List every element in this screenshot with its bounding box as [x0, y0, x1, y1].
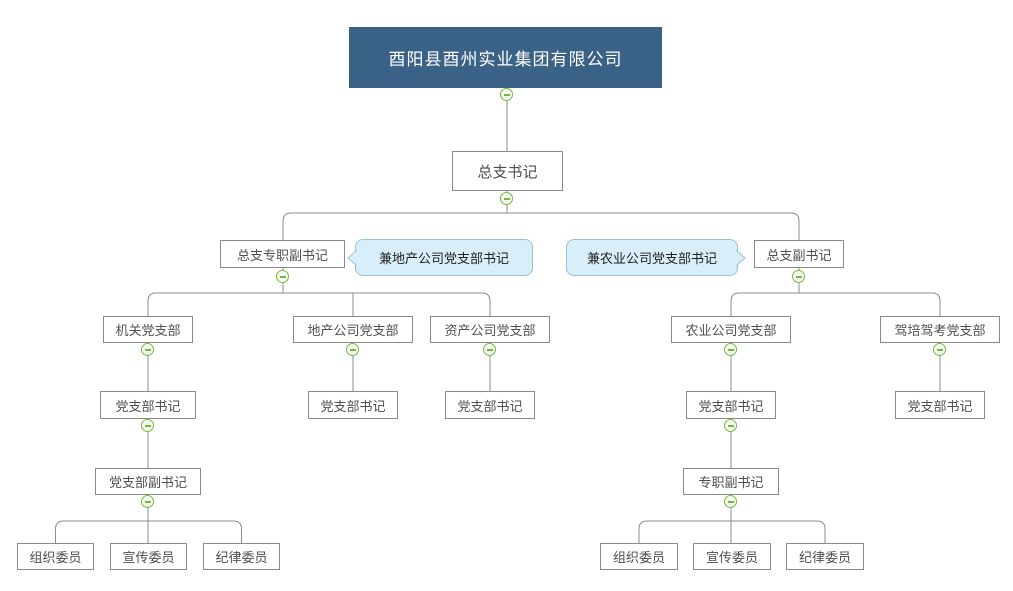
node-publicity-member-right[interactable]: 宣传委员 — [693, 543, 771, 570]
collapse-toggle-icon[interactable] — [792, 270, 805, 283]
node-discipline-member-left[interactable]: 纪律委员 — [203, 543, 280, 570]
node-organization-member-right[interactable]: 组织委员 — [600, 543, 678, 570]
node-asset-party-branch[interactable]: 资产公司党支部 — [430, 316, 550, 343]
node-realestate-party-branch[interactable]: 地产公司党支部 — [293, 316, 413, 343]
callout-realestate-branch-secretary[interactable]: 兼地产公司党支部书记 — [347, 239, 533, 276]
collapse-toggle-icon[interactable] — [933, 343, 946, 356]
node-full-time-deputy-branch-secretary[interactable]: 总支专职副书记 — [220, 240, 345, 268]
node-branch-secretary-realestate[interactable]: 党支部书记 — [308, 391, 398, 419]
collapse-toggle-icon[interactable] — [724, 495, 737, 508]
node-branch-secretary-jiguan[interactable]: 党支部书记 — [100, 391, 196, 419]
node-discipline-member-right[interactable]: 纪律委员 — [786, 543, 864, 570]
collapse-toggle-icon[interactable] — [500, 192, 513, 205]
node-branch-secretary-asset[interactable]: 党支部书记 — [445, 391, 535, 419]
node-general-branch-secretary[interactable]: 总支书记 — [452, 151, 563, 191]
node-branch-deputy-secretary[interactable]: 党支部副书记 — [95, 468, 201, 495]
collapse-toggle-icon[interactable] — [483, 343, 496, 356]
node-jiguan-party-branch[interactable]: 机关党支部 — [103, 316, 193, 343]
collapse-toggle-icon[interactable] — [724, 343, 737, 356]
collapse-toggle-icon[interactable] — [141, 419, 154, 432]
callout-tail-icon — [347, 249, 357, 266]
node-company-root[interactable]: 酉阳县酉州实业集团有限公司 — [349, 27, 662, 88]
node-full-time-deputy[interactable]: 专职副书记 — [683, 468, 779, 495]
collapse-toggle-icon[interactable] — [276, 270, 289, 283]
collapse-toggle-icon[interactable] — [724, 419, 737, 432]
node-driving-party-branch[interactable]: 驾培驾考党支部 — [880, 316, 1000, 343]
collapse-toggle-icon[interactable] — [141, 495, 154, 508]
node-branch-secretary-agriculture[interactable]: 党支部书记 — [686, 391, 776, 419]
node-branch-secretary-driving[interactable]: 党支部书记 — [895, 391, 985, 419]
node-deputy-branch-secretary[interactable]: 总支副书记 — [754, 240, 844, 268]
node-publicity-member-left[interactable]: 宣传委员 — [110, 543, 187, 570]
callout-label: 兼地产公司党支部书记 — [378, 251, 509, 266]
callout-agriculture-branch-secretary[interactable]: 兼农业公司党支部书记 — [566, 239, 746, 276]
node-organization-member-left[interactable]: 组织委员 — [17, 543, 94, 570]
collapse-toggle-icon[interactable] — [500, 88, 513, 101]
callout-tail-icon — [736, 249, 746, 266]
collapse-toggle-icon[interactable] — [346, 343, 359, 356]
collapse-toggle-icon[interactable] — [141, 343, 154, 356]
node-agriculture-party-branch[interactable]: 农业公司党支部 — [671, 316, 791, 343]
callout-label: 兼农业公司党支部书记 — [586, 251, 717, 266]
